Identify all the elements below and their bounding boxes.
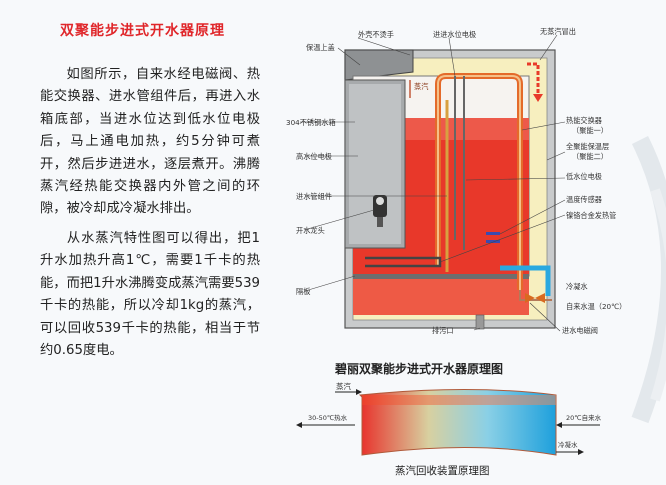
label-geban: 隔板 [296, 287, 311, 296]
paragraph-2-text: 从水蒸汽特性图可以得出，把1升水加热升高1℃，需要1千卡的热能，而把1升水沸腾变… [40, 231, 260, 359]
paragraph-2: 从水蒸汽特性图可以得出，把1升水加热升高1℃，需要1千卡的热能，而把1升水沸腾变… [40, 228, 260, 362]
front-panel-highlight [349, 84, 401, 244]
main-diagram-caption: 碧丽双聚能步进式开水器原理图 [335, 362, 504, 376]
label-baowen-gai: 保温上盖 [306, 43, 335, 52]
label-steam: 蒸汽 [336, 382, 351, 391]
left-title: 双聚能步进式开水器原理 [60, 23, 225, 39]
label-cold: 20℃自来水 [566, 414, 602, 422]
label-paiwu: 排污口 [432, 326, 454, 335]
label-reneng-sub: （聚能一） [572, 126, 608, 135]
cold-in-arrowhead [556, 422, 562, 428]
label-lengning: 冷凝水 [566, 282, 588, 291]
label-wendu: 温度传感器 [566, 195, 602, 204]
lid [344, 49, 414, 81]
tap-knob [376, 197, 384, 205]
steam-arrowhead [533, 94, 543, 102]
lower-water [353, 279, 529, 315]
partition [353, 274, 529, 279]
sensor-mark-1 [486, 232, 500, 235]
label-cond: 冷凝水 [558, 441, 578, 449]
label-kaishui-longtou: 开水龙头 [296, 226, 325, 235]
label-dianci: 进水电磁阀 [562, 326, 598, 335]
label-di-dianji: 低水位电极 [566, 172, 602, 181]
label-wuzhengqi: 无蒸汽冒出 [540, 27, 576, 36]
steam-outlet-arrow [527, 62, 540, 96]
label-baowen-sub: （聚能二） [572, 152, 608, 161]
solenoid-valve-2 [535, 293, 545, 303]
heat-exchanger-inner [437, 75, 521, 290]
cold-water-pipe [500, 265, 551, 296]
label-baowen-ceng: 全聚能保温层 [566, 142, 610, 151]
leader-lines [300, 34, 566, 332]
tap-spout [377, 217, 383, 227]
sensor-mark-2 [486, 240, 500, 243]
label-fahe: 镍铬合金发热管 [566, 211, 617, 220]
drain-pipe [475, 314, 485, 330]
label-hot: 30-50℃热水 [308, 414, 348, 422]
label-waike: 外壳不烫手 [358, 30, 394, 39]
label-jinshui-zujian: 进水管组件 [296, 192, 332, 201]
recovery-hot-band [362, 395, 556, 405]
paragraph-1: 如图所示，自来水经电磁阀、热能交换器、进水管组件后，再进入水箱底部，当进水位达到… [40, 64, 260, 221]
label-ziyanshui: 自来水温（20℃） [566, 302, 627, 311]
recovery-diagram-caption: 蒸汽回收装置原理图 [395, 465, 490, 477]
steam-in-arrowhead [356, 389, 362, 395]
label-gao-dianji: 高水位电极 [296, 152, 332, 161]
label-shuixiang: 304不锈钢水箱 [286, 118, 336, 127]
paragraph-1-text: 如图所示，自来水经电磁阀、热能交换器、进水管组件后，再进入水箱底部，当进水位达到… [40, 67, 260, 217]
label-jinshui-dianji: 进进水位电极 [433, 30, 477, 39]
label-zhengqi: 蒸汽 [414, 82, 429, 91]
solenoid-valve [525, 293, 535, 303]
label-reneng: 热能交换器 [566, 116, 602, 125]
cond-out-arrowhead [578, 449, 584, 455]
hot-out-arrowhead [296, 422, 302, 428]
